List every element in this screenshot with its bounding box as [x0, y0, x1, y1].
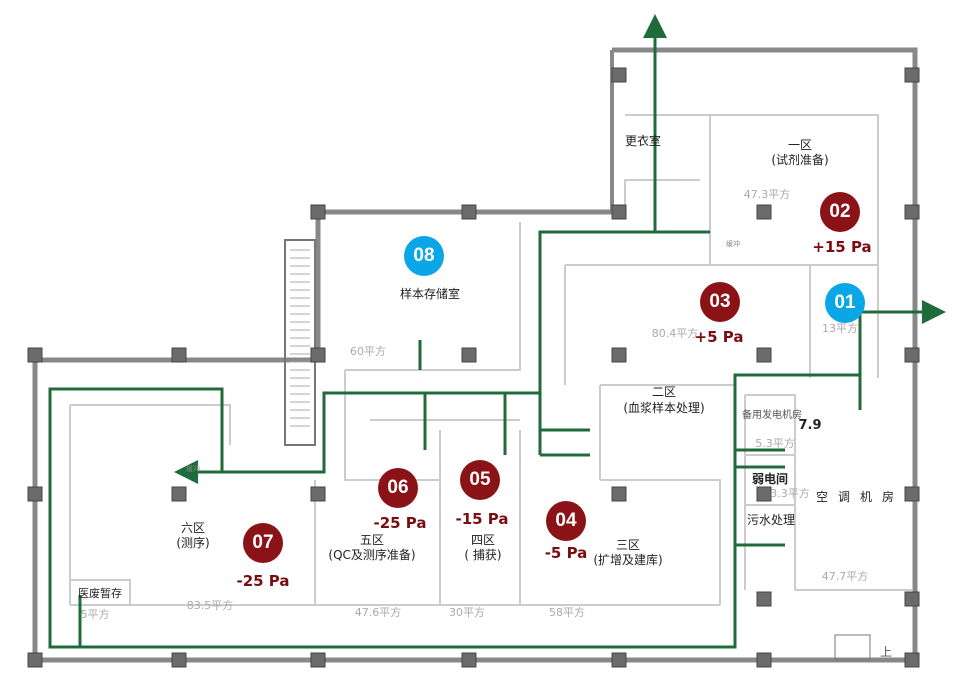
zone-badge-03: 03	[700, 282, 740, 322]
zone6-sublabel: (测序)	[176, 536, 210, 550]
buffer-label: 缓冲	[726, 240, 740, 248]
zone2-label: 二区	[651, 385, 677, 399]
zone1-sublabel: (试剂准备)	[771, 153, 829, 167]
zone4-area: 30平方	[449, 606, 485, 619]
zone4-label: 四区	[470, 533, 496, 547]
zone2-area: 80.4平方	[651, 327, 699, 340]
pressure-04: -5 Pa	[544, 544, 588, 562]
storage-label: 样本存储室	[399, 287, 461, 301]
stairs-up-label: 上	[879, 645, 893, 659]
room-changing-label: 更衣室	[624, 134, 662, 148]
weak-current-area: 3.3平方	[770, 487, 810, 500]
hvac-label: 空调机房	[815, 490, 905, 504]
medwaste-label: 医废暂存	[78, 587, 122, 600]
zone1-area: 47.3平方	[743, 188, 791, 201]
zone3-sublabel: (扩增及建库)	[593, 553, 663, 567]
zone6-label: 六区	[180, 521, 206, 535]
zone-badge-01: 01	[825, 283, 865, 323]
sewage-label: 污水处理	[746, 513, 796, 527]
zone-badge-06: 06	[378, 468, 418, 508]
weak-current-label: 弱电间	[751, 472, 789, 486]
zone1-label: 一区	[787, 138, 813, 152]
zone3-label: 三区	[615, 538, 641, 552]
pressure-05: -15 Pa	[455, 510, 509, 528]
storage-area: 60平方	[350, 345, 386, 358]
zone-badge-07: 07	[243, 523, 283, 563]
zone5-label: 五区	[359, 533, 385, 547]
buffer-label: 缓冲	[186, 465, 200, 473]
generator-area: 5.3平方	[755, 437, 795, 450]
zone5-sublabel: (QC及测序准备)	[328, 548, 416, 562]
zone5-area: 47.6平方	[354, 606, 402, 619]
airflow-path	[48, 14, 946, 649]
columns	[27, 67, 920, 668]
zone3-area: 58平方	[549, 606, 585, 619]
pressure-02: +15 Pa	[812, 238, 872, 256]
zone-badge-05: 05	[460, 460, 500, 500]
pressure-03: +5 Pa	[694, 328, 744, 346]
entry-area: 13平方	[822, 322, 858, 335]
zone4-sublabel: ( 捕获)	[464, 548, 502, 562]
zone6-area: 83.5平方	[186, 599, 234, 612]
zone-badge-08: 08	[404, 236, 444, 276]
pressure-06: -25 Pa	[373, 514, 427, 532]
zone-badge-04: 04	[546, 501, 586, 541]
pressure-07: -25 Pa	[236, 572, 290, 590]
generator-label: 备用发电机房	[742, 410, 802, 421]
zone2-sublabel: (血浆样本处理)	[623, 401, 705, 415]
hvac-area: 47.7平方	[821, 570, 869, 583]
medwaste-area: 5平方	[80, 608, 110, 621]
zone-badge-02: 02	[820, 192, 860, 232]
annotation-value: 7.9	[798, 418, 822, 433]
